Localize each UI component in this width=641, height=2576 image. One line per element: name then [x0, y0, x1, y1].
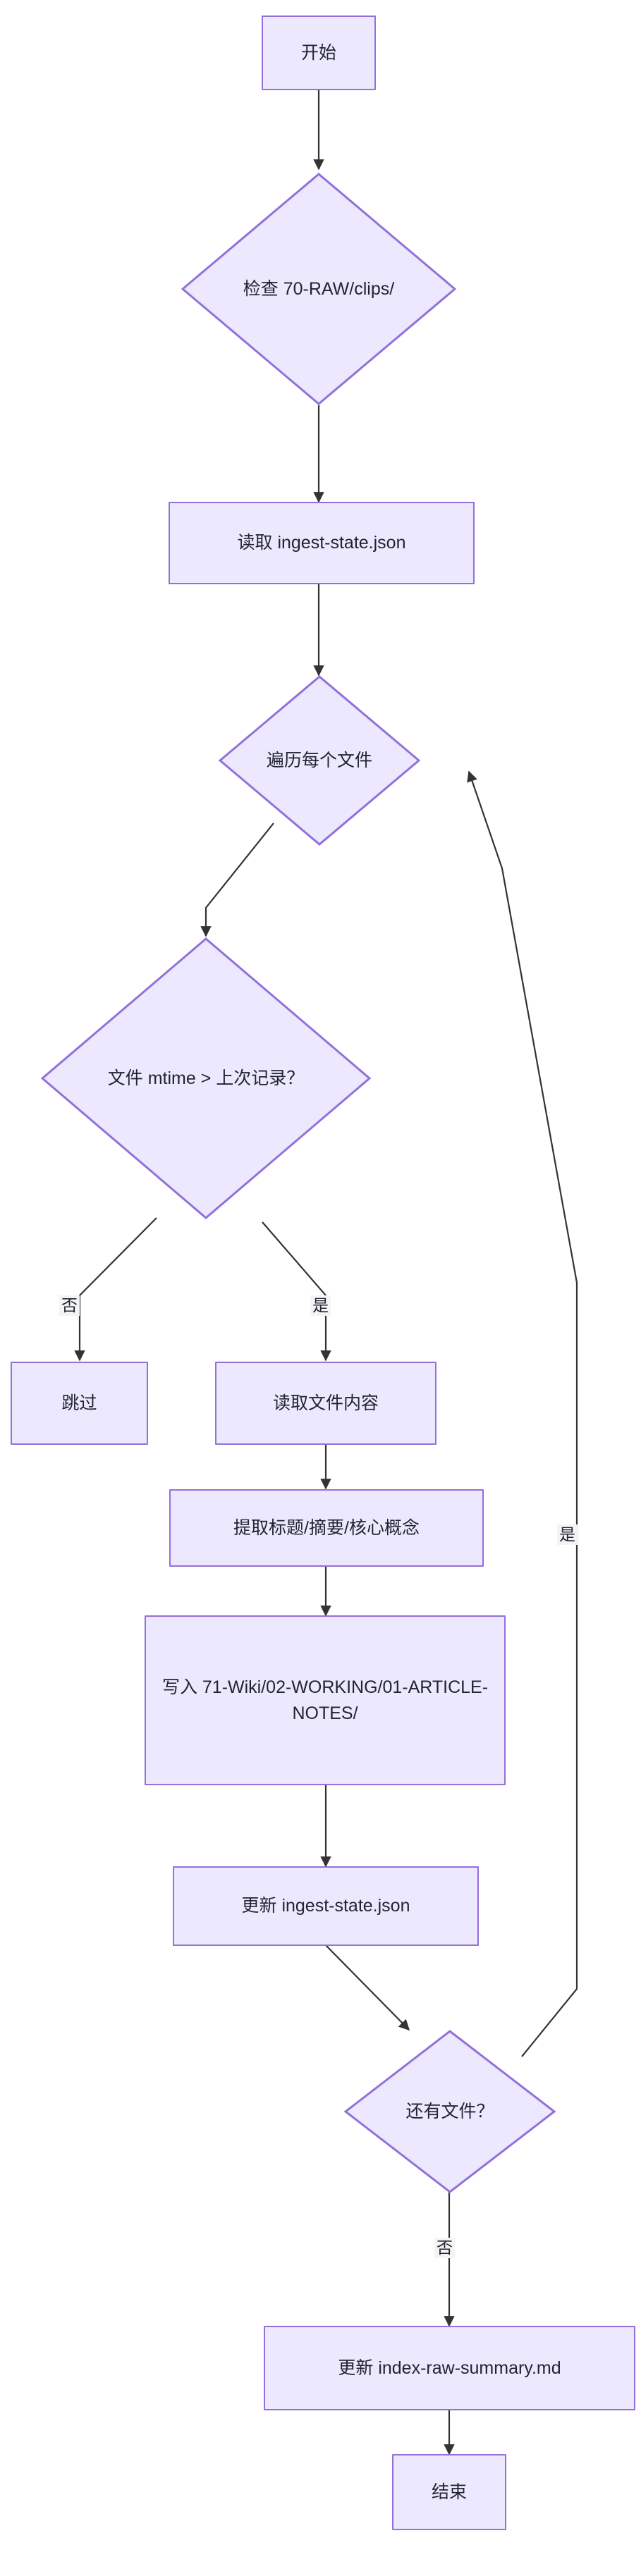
- edge-label-mtime-no: 否: [59, 1295, 80, 1316]
- node-skip[interactable]: 跳过: [11, 1362, 148, 1445]
- node-extract-label: 提取标题/摘要/核心概念: [233, 1517, 420, 1538]
- edge-label-more-no: 否: [434, 2238, 455, 2258]
- edge-label-loop-yes: 是: [557, 1524, 578, 1545]
- node-read-state[interactable]: 读取 ingest-state.json: [169, 502, 475, 584]
- node-more-files-label: 还有文件？: [405, 2101, 494, 2121]
- edge-mtime-to-skip: [74, 1217, 157, 1362]
- edge-updatestate-to-morefiles: [325, 1945, 410, 2031]
- edge-morefiles-to-iterate: [467, 770, 578, 2057]
- node-start-label: 开始: [300, 42, 336, 63]
- node-write-wiki-label: 写入 71-Wiki/02-WORKING/01-ARTICLE-NOTES/: [161, 1677, 489, 1723]
- node-extract[interactable]: 提取标题/摘要/核心概念: [169, 1489, 484, 1567]
- node-check-raw-label: 检查 70-RAW/clips/: [243, 278, 395, 299]
- node-more-files[interactable]: 还有文件？: [344, 2030, 556, 2193]
- node-check-raw[interactable]: 检查 70-RAW/clips/: [181, 173, 456, 405]
- node-iterate[interactable]: 遍历每个文件: [219, 675, 420, 846]
- node-update-state[interactable]: 更新 ingest-state.json: [173, 1866, 479, 1946]
- node-read-file-label: 读取文件内容: [272, 1393, 379, 1413]
- diamond-shape: [219, 675, 420, 846]
- node-mtime-label: 文件 mtime > 上次记录？: [107, 1068, 305, 1088]
- node-iterate-label: 遍历每个文件: [266, 750, 372, 770]
- edge-mtime-to-readfile: [262, 1221, 331, 1362]
- node-update-index-label: 更新 index-raw-summary.md: [338, 2358, 561, 2378]
- node-end[interactable]: 结束: [392, 2454, 506, 2530]
- diamond-shape: [41, 937, 371, 1219]
- node-skip-label: 跳过: [61, 1393, 97, 1413]
- node-update-index[interactable]: 更新 index-raw-summary.md: [264, 2326, 635, 2410]
- node-end-label: 结束: [431, 2482, 467, 2502]
- node-start[interactable]: 开始: [262, 16, 376, 90]
- node-read-file[interactable]: 读取文件内容: [215, 1362, 437, 1445]
- node-mtime[interactable]: 文件 mtime > 上次记录？: [41, 937, 371, 1219]
- node-write-wiki[interactable]: 写入 71-Wiki/02-WORKING/01-ARTICLE-NOTES/: [145, 1615, 506, 1785]
- node-read-state-label: 读取 ingest-state.json: [237, 533, 406, 553]
- node-update-state-label: 更新 ingest-state.json: [241, 1896, 410, 1916]
- edge-label-mtime-yes: 是: [310, 1295, 331, 1316]
- diamond-shape: [181, 173, 456, 405]
